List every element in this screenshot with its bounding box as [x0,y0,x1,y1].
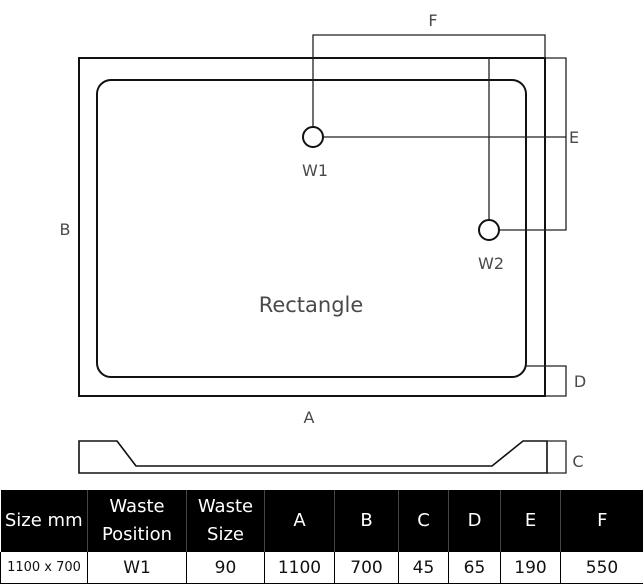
label-e: E [569,128,579,147]
header-c: C [398,490,449,552]
cell-c: 45 [398,552,449,584]
cell-waste-size: 90 [186,552,265,584]
label-a: A [304,408,315,427]
header-d: D [448,490,501,552]
header-e: E [500,490,561,552]
dimension-right-bracket [489,57,567,231]
cell-e: 190 [500,552,561,584]
waste-w1-icon [302,126,324,148]
header-f: F [560,490,643,552]
tray-side-profile [78,440,548,474]
dimension-d-line [526,365,567,397]
cell-f: 550 [560,552,643,584]
dimension-f-line [312,34,546,132]
header-size: Size mm [0,490,88,552]
cell-a: 1100 [264,552,335,584]
label-b: B [60,220,71,239]
cell-d: 65 [448,552,501,584]
cell-size: 1100 x 700 [0,552,88,584]
header-b: B [334,490,399,552]
label-c: C [572,452,583,471]
label-d: D [574,372,586,391]
cell-waste-position: W1 [87,552,187,584]
tray-basin [96,79,527,378]
label-w1: W1 [302,161,328,180]
label-f: F [428,11,437,30]
shower-tray-diagram: F E W1 W2 B A D Rectangle C [60,11,586,474]
profile-inner-line [116,440,137,467]
label-w2: W2 [478,254,504,273]
dimension-c-line [547,440,567,474]
waste-w2-icon [478,219,500,241]
header-a: A [264,490,335,552]
table-row: 1100 x 700 W1 90 1100 700 45 65 190 550 [0,552,643,584]
cell-b: 700 [334,552,399,584]
shape-label: Rectangle [259,293,364,317]
